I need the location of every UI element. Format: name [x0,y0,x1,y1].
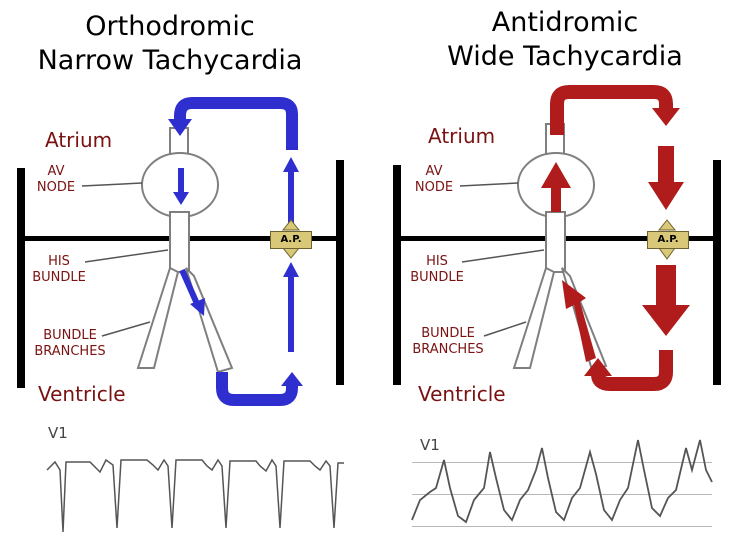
left-atrium-label: Atrium [45,128,113,152]
antidromic-title-line2: Wide Tachycardia [447,41,683,72]
right-av-node-label-line2: NODE [414,180,454,195]
left-branch-arrow [179,268,201,308]
left-branches-label-line1: BUNDLE [43,328,97,343]
right-his-label-line2: BUNDLE [410,270,464,285]
right-accessory-pathway-box: A.P. [647,231,689,249]
right-heart-diagram [393,85,721,527]
right-atrium-wall-right [713,160,721,385]
orthodromic-title-line1: Orthodromic [85,11,255,42]
right-atrial-big-arrow [648,146,684,210]
left-ventricle-label: Ventricle [38,382,126,406]
left-branches-label-line2: BRANCHES [34,344,106,359]
right-av-node-arrow [541,162,571,212]
right-bundle-branches-label: BUNDLE BRANCHES [412,326,484,358]
left-his-bundle-label: HIS BUNDLE [30,254,88,286]
left-branch-arrowhead [190,298,205,316]
left-av-node-label-line2: NODE [36,180,76,195]
left-atrium-wall-right [336,160,344,385]
right-atrium-label: Atrium [428,124,496,148]
right-branch-arrow [562,280,596,362]
right-branch-left [512,266,556,369]
left-av-node-arrowhead [173,192,189,205]
right-his-leader [461,249,545,263]
right-ecg-grid [412,462,712,527]
right-ventricular-big-arrow [642,265,690,336]
left-branches-leader [101,321,151,337]
left-ecg-trace [46,458,344,533]
left-branch-left [136,266,180,369]
left-his-leader [84,249,169,263]
left-bottom-arrowhead [281,372,303,386]
right-ecg-lead-label: V1 [420,436,440,454]
right-ap-down-caret [658,247,676,260]
right-ap-up-caret [657,219,677,231]
orthodromic-title: Orthodromic Narrow Tachycardia [20,10,320,78]
left-atrium-wall-left [17,168,25,388]
right-branches-leader [483,321,527,337]
left-ap-up-caret [281,219,301,231]
left-accessory-arrowhead-upper [283,157,299,172]
left-ap-down-caret [281,247,301,259]
right-av-node-label: AV NODE [410,164,458,196]
right-atrium-wall-left [393,165,401,385]
left-bundle-branches-label: BUNDLE BRANCHES [34,328,106,360]
right-ecg-trace [411,439,713,524]
right-av-node-label-line1: AV [425,164,443,179]
left-bottom-arrow [216,372,298,406]
antidromic-title: Antidromic Wide Tachycardia [410,6,720,74]
right-his-label-line1: HIS [426,254,448,269]
left-top-return-arrow [174,97,298,150]
left-av-node-label-line1: AV [47,164,65,179]
right-branches-label-line2: BRANCHES [412,342,484,357]
left-av-node-label: AV NODE [32,164,80,196]
right-top-arrow [550,85,673,135]
right-bottom-arrow [591,350,673,391]
orthodromic-title-line2: Narrow Tachycardia [37,45,303,76]
antidromic-title-line1: Antidromic [491,7,639,38]
right-av-node-leader [459,182,519,187]
right-top-arrowhead [652,108,680,126]
right-bottom-arrowhead [584,358,612,376]
left-top-arrowhead [168,119,192,136]
left-av-node-leader [81,182,143,187]
left-his-label-line1: HIS [48,254,70,269]
left-accessory-pathway-box: A.P. [270,231,312,249]
right-his-bundle-label: HIS BUNDLE [408,254,466,286]
left-branch-right [185,267,234,374]
left-ecg-lead-label: V1 [48,424,68,442]
left-his-label-line2: BUNDLE [32,270,86,285]
right-ventricle-label: Ventricle [418,382,506,406]
right-branches-label-line1: BUNDLE [421,326,475,341]
left-heart-diagram [17,97,344,533]
left-accessory-arrowhead-lower [283,262,299,277]
